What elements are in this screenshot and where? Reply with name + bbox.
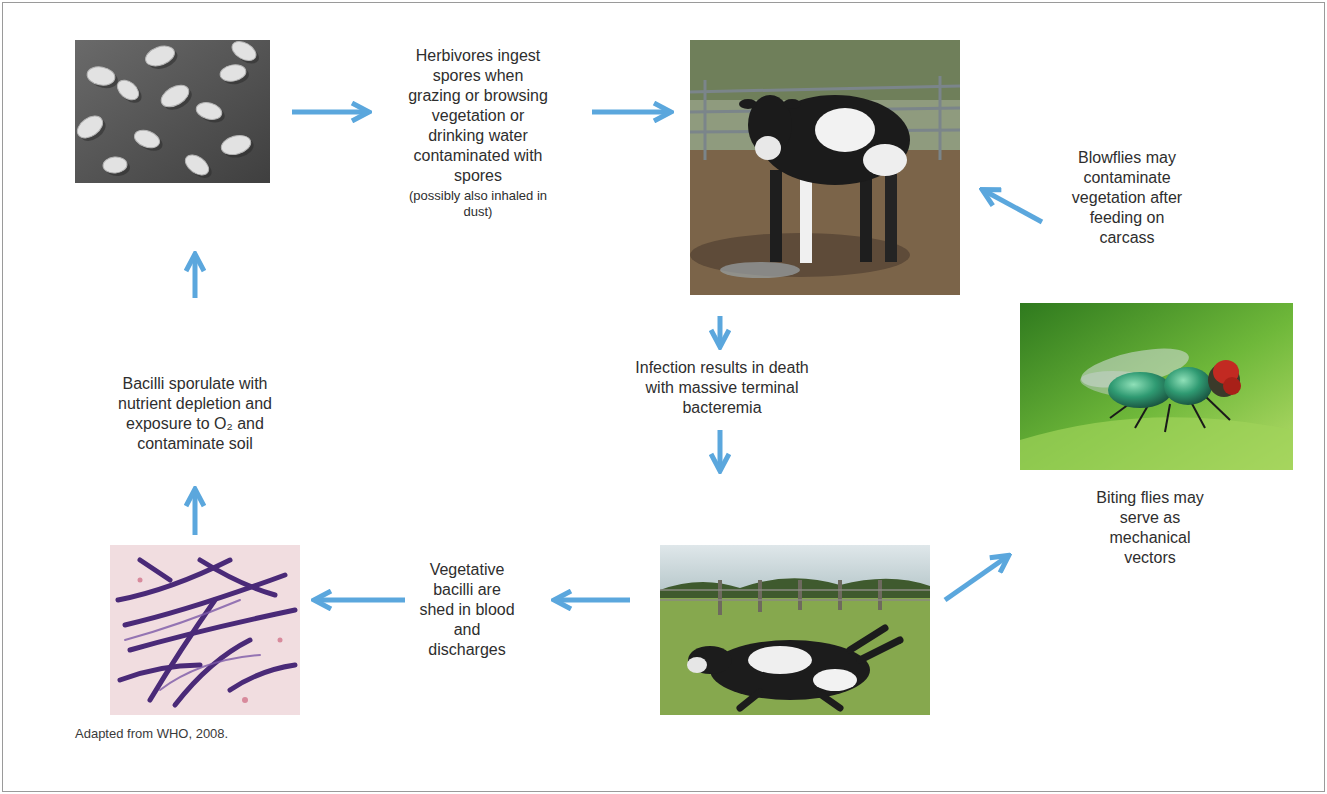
carcass-photo xyxy=(740,692,760,708)
cycle-step-label: Infection results in death with massive … xyxy=(628,358,816,418)
cycle-arrows xyxy=(292,110,368,115)
carcass-photo xyxy=(660,545,930,715)
sick-cow-photo xyxy=(690,40,960,100)
outer-frame xyxy=(3,3,1325,792)
sick-cow-photo xyxy=(863,144,907,176)
gram-stain-micrograph xyxy=(118,560,295,705)
carcass-photo xyxy=(660,578,930,598)
sick-cow-photo xyxy=(939,76,942,160)
cycle-step-label: Biting flies may serve as mechanical vec… xyxy=(1091,488,1209,568)
carcass-photo xyxy=(660,599,930,601)
cycle-arrows xyxy=(315,598,405,603)
spore-micrograph xyxy=(194,100,223,122)
side-note: (possibly also inhaled in dust) xyxy=(408,188,548,220)
sick-cow-photo xyxy=(885,170,897,262)
gram-stain-micrograph xyxy=(278,638,283,643)
spore-micrograph xyxy=(229,38,260,65)
carcass-photo xyxy=(660,590,930,600)
sick-cow-photo xyxy=(704,80,707,160)
spore-micrograph xyxy=(75,40,270,183)
cycle-step-label: Bacilli sporulate with nutrient depletio… xyxy=(95,374,295,454)
sick-cow-photo xyxy=(739,99,757,109)
carcass-photo xyxy=(798,580,802,610)
sick-cow-photo xyxy=(800,175,812,263)
carcass-photo xyxy=(850,628,885,650)
cycle-arrows xyxy=(718,430,723,470)
gram-stain-micrograph xyxy=(130,610,295,650)
gram-stain-micrograph xyxy=(125,600,260,690)
cycle-arrows xyxy=(983,190,1042,222)
carcass-photo xyxy=(878,580,882,610)
spore-micrograph xyxy=(158,81,193,112)
fly-photo xyxy=(1020,417,1293,470)
spore-micrograph xyxy=(219,63,247,83)
carcass-photo xyxy=(718,580,722,615)
sick-cow-photo xyxy=(739,95,910,263)
spore-micrograph xyxy=(73,38,270,183)
sick-cow-photo xyxy=(815,108,875,152)
gram-stain-micrograph xyxy=(140,560,170,580)
spore-micrograph xyxy=(143,42,177,69)
cycle-step-label: Herbivores ingest spores when grazing or… xyxy=(408,46,548,186)
sick-cow-photo xyxy=(690,86,960,92)
spore-micrograph xyxy=(182,151,212,179)
gram-stain-micrograph xyxy=(110,545,300,715)
gram-stain-micrograph xyxy=(160,655,260,690)
sick-cow-photo xyxy=(783,99,801,109)
carcass-photo xyxy=(838,580,842,610)
spore-micrograph xyxy=(73,38,259,179)
source-caption: Adapted from WHO, 2008. xyxy=(75,726,228,742)
gram-stain-micrograph xyxy=(138,578,283,704)
fly-photo xyxy=(1020,303,1293,470)
fly-photo xyxy=(1223,377,1241,395)
cycle-arrows xyxy=(193,255,198,298)
spore-micrograph xyxy=(219,132,253,157)
carcass-photo xyxy=(758,580,762,612)
carcass-photo xyxy=(660,589,930,591)
fly-photo xyxy=(1205,396,1230,420)
cycle-arrows xyxy=(718,316,723,346)
gram-stain-micrograph xyxy=(150,600,215,700)
sick-cow-photo xyxy=(690,40,960,295)
spore-micrograph xyxy=(102,156,127,174)
spore-micrograph xyxy=(132,127,162,151)
sick-cow-photo xyxy=(690,40,960,295)
cycle-arrows xyxy=(195,112,1042,600)
gram-stain-micrograph xyxy=(175,640,250,705)
cycle-step-label: Vegetative bacilli are shed in blood and… xyxy=(417,560,517,660)
spore-micrograph xyxy=(73,112,106,143)
cycle-arrows xyxy=(592,110,670,115)
cycle-arrows xyxy=(945,556,1008,600)
fly-photo xyxy=(1164,367,1212,405)
cycle-step-label: Blowflies may contaminate vegetation aft… xyxy=(1063,148,1191,248)
gram-stain-micrograph xyxy=(138,578,143,583)
spore-micrograph xyxy=(114,76,143,104)
carcass-photo xyxy=(710,640,870,700)
gram-stain-micrograph xyxy=(200,560,275,595)
fly-photo xyxy=(1165,404,1170,432)
sick-cow-photo xyxy=(755,136,781,160)
sick-cow-photo xyxy=(770,170,782,262)
carcass-photo xyxy=(688,646,732,674)
carcass-photo xyxy=(740,628,900,708)
gram-stain-micrograph xyxy=(230,665,295,690)
spore-micrograph xyxy=(86,65,117,88)
gram-stain-micrograph xyxy=(242,697,248,703)
fly-photo xyxy=(1020,303,1293,470)
carcass-photo xyxy=(813,669,857,691)
carcass-photo xyxy=(748,646,812,674)
gram-stain-micrograph xyxy=(110,545,300,715)
carcass-photo xyxy=(687,657,707,673)
carcass-photo xyxy=(720,580,880,615)
fly-photo xyxy=(1108,372,1172,408)
spore-micrograph xyxy=(76,41,262,182)
carcass-photo xyxy=(660,545,930,715)
sick-cow-photo xyxy=(860,172,872,262)
cycle-arrows xyxy=(193,490,198,535)
carcass-photo xyxy=(820,694,840,708)
cycle-arrows xyxy=(555,598,630,603)
sick-cow-photo xyxy=(720,262,800,278)
gram-stain-micrograph xyxy=(125,600,240,640)
